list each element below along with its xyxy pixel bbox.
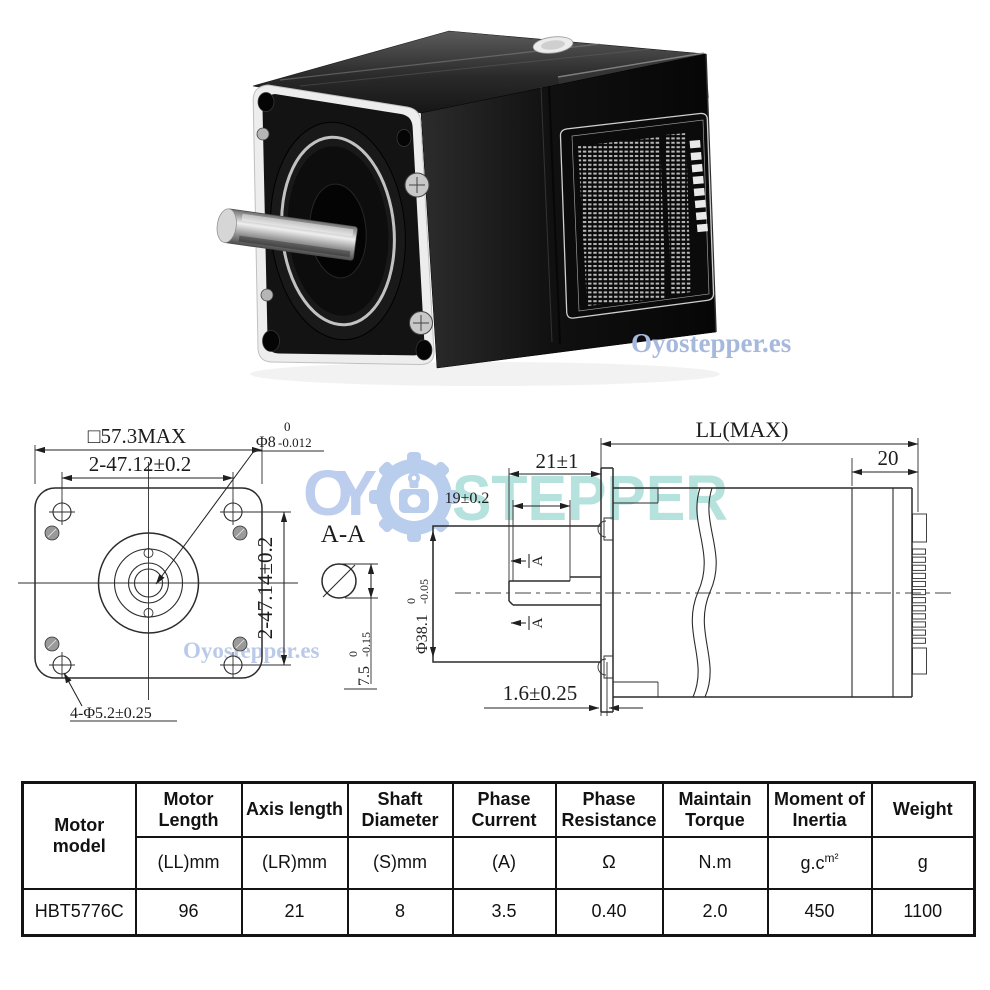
col-unit-moment-of-inertia: g.cm² xyxy=(766,835,873,890)
col-header-phase-current: Phase Current xyxy=(451,781,557,838)
col-header-axis-length: Axis length xyxy=(240,781,349,838)
watermark-stepper-text: STEPPER xyxy=(452,462,728,534)
break-line xyxy=(703,487,717,698)
cell-shaft-diameter: 8 xyxy=(346,887,454,937)
corner-screws xyxy=(44,525,248,652)
dim-hole-pitch-h: 2-47.12±0.2 xyxy=(89,452,192,476)
dim-hole-pitch-v: 2-47.14±0.2 xyxy=(253,537,277,640)
flange-hole xyxy=(415,339,433,361)
col-header-phase-resistance: Phase Resistance xyxy=(554,781,664,838)
cell-maintain-torque: 2.0 xyxy=(661,887,769,937)
dim-boss-height: 1.6±0.25 xyxy=(503,681,578,705)
front-view-drawing: □57.3MAX 2-47.12±0.2 Φ8 0 -0.012 2-47.14… xyxy=(18,419,324,722)
col-unit-maintain-torque: N.m xyxy=(661,835,769,890)
section-mark-bottom: A xyxy=(530,617,546,628)
cell-phase-resistance: 0.40 xyxy=(554,887,664,937)
section-aa-drawing: A-A 7.5 0 -0.15 xyxy=(321,521,378,690)
dim-corner-holes: 4-Φ5.2±0.25 xyxy=(70,705,152,722)
col-unit-motor-length: (LL)mm xyxy=(134,835,243,890)
dim-shaft-dia-lower: -0.012 xyxy=(278,435,312,450)
dim-flat-length: 19±0.2 xyxy=(445,490,490,507)
dim-square-max: □57.3MAX xyxy=(88,424,186,448)
dim-boss-dia-base: Φ38.1 xyxy=(414,614,431,654)
dim-boss-dia-upper: 0 xyxy=(404,598,418,604)
photo-shadow xyxy=(250,362,720,386)
col-unit-axis-length: (LR)mm xyxy=(240,835,349,890)
cell-motor-length: 96 xyxy=(134,887,243,937)
col-header-motor-length: Motor Length xyxy=(134,781,243,838)
dim-body-length: LL(MAX) xyxy=(696,417,789,442)
shaft-detail-drawing: Φ38.1 0 -0.05 21±1 19±0.2 A A 1.6± xyxy=(404,449,952,716)
cell-phase-current: 3.5 xyxy=(451,887,557,937)
col-header-motor-model: Motor model xyxy=(21,781,137,890)
gear-icon xyxy=(369,452,459,542)
motor-photo: Oyostepper.es xyxy=(216,30,791,386)
section-label: A-A xyxy=(321,521,365,548)
watermark-oy-text: OY xyxy=(303,457,377,529)
cell-motor-model: HBT5776C xyxy=(21,887,137,937)
flange-hole xyxy=(262,330,280,352)
col-unit-shaft-diameter: (S)mm xyxy=(346,835,454,890)
dim-shaft-dia-base: Φ8 xyxy=(256,434,276,451)
dim-rear-length: 20 xyxy=(878,446,899,470)
break-line xyxy=(691,487,705,698)
dim-shaft-dia-upper: 0 xyxy=(284,419,291,434)
flange-screws xyxy=(256,127,433,335)
center-watermark: OY STEPPER xyxy=(303,452,728,542)
cell-moment-of-inertia: 450 xyxy=(766,887,873,937)
cell-axis-length: 21 xyxy=(240,887,349,937)
cell-weight: 1100 xyxy=(870,887,976,937)
dim-boss-dia-lower: -0.05 xyxy=(417,579,431,604)
table-row: HBT5776C 96 21 8 3.5 0.40 2.0 450 1100 xyxy=(21,887,976,937)
col-unit-phase-current: (A) xyxy=(451,835,557,890)
col-header-shaft-diameter: Shaft Diameter xyxy=(346,781,454,838)
dim-flat-depth-base: 7.5 xyxy=(356,666,373,686)
side-view-drawing: LL(MAX) 20 xyxy=(597,417,927,713)
connector-ribs xyxy=(912,513,927,675)
label-text-column xyxy=(665,133,691,295)
col-header-weight: Weight xyxy=(870,781,976,838)
flange-hole xyxy=(257,92,275,112)
dip-switch-legend xyxy=(689,140,708,233)
spec-table: Motor model Motor Length Axis length Sha… xyxy=(21,781,976,937)
col-unit-weight: g xyxy=(870,835,976,890)
motor-spec-label xyxy=(559,112,715,319)
watermark-drawing: Oyostepper.es xyxy=(183,638,320,663)
motor-shaft xyxy=(216,208,358,261)
flange-hole xyxy=(396,129,412,147)
section-mark-top: A xyxy=(530,555,546,566)
col-header-moment-of-inertia: Moment of Inertia xyxy=(766,781,873,838)
label-text-grid xyxy=(578,137,666,306)
dim-flat-depth-upper: 0 xyxy=(346,651,360,657)
col-unit-phase-resistance: Ω xyxy=(554,835,664,890)
motor-illustrations: OY STEPPER Oyostepper.es xyxy=(18,30,952,722)
col-header-maintain-torque: Maintain Torque xyxy=(661,781,769,838)
watermark-photo: Oyostepper.es xyxy=(631,328,791,358)
dim-shaft-length: 21±1 xyxy=(535,449,578,473)
dim-flat-depth-lower: -0.15 xyxy=(359,632,373,657)
